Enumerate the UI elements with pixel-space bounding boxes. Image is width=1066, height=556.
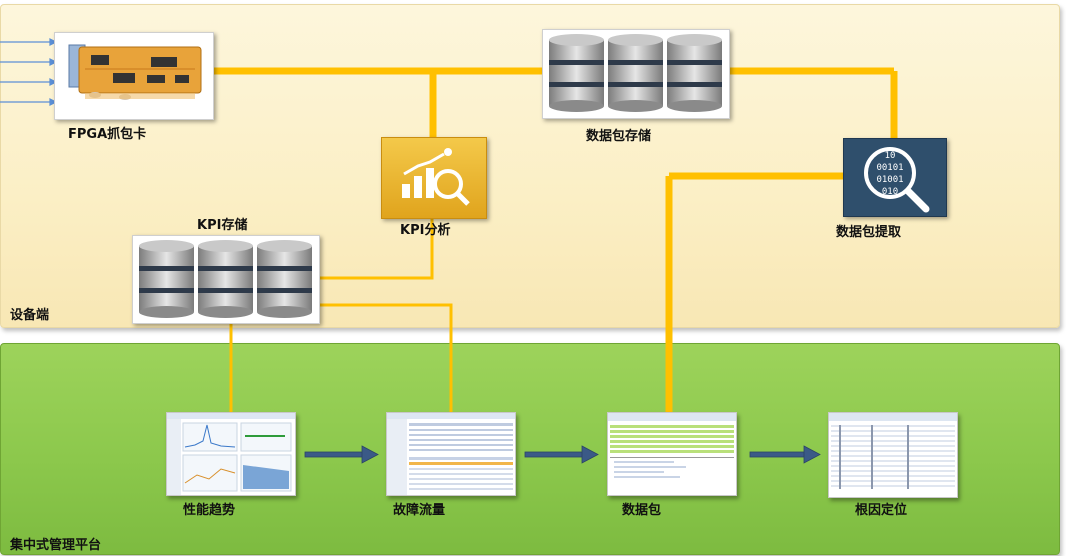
database-icon xyxy=(549,34,722,112)
packet-extract-label: 数据包提取 xyxy=(836,225,902,240)
packet-label: 数据包 xyxy=(622,503,662,518)
root-cause-label: 根因定位 xyxy=(855,503,908,518)
database-icon xyxy=(139,240,312,318)
binary-text-1: 10 xyxy=(885,151,896,161)
root-cause-thumbnail xyxy=(828,412,958,498)
binary-text-3: 01001 xyxy=(876,175,903,185)
kpi-storage-label: KPI存储 xyxy=(197,218,248,233)
packet-storage-node xyxy=(542,29,730,119)
fault-traffic-thumbnail xyxy=(386,412,516,496)
binary-search-icon: 10 00101 01001 010 xyxy=(864,147,930,213)
performance-trend-label: 性能趋势 xyxy=(183,503,236,518)
chart-magnifier-icon xyxy=(402,148,470,206)
kpi-analysis-node xyxy=(381,137,487,219)
device-zone-label: 设备端 xyxy=(10,308,50,323)
kpi-storage-node xyxy=(132,235,320,324)
platform-zone-label: 集中式管理平台 xyxy=(10,538,102,553)
binary-text-2: 00101 xyxy=(876,163,903,173)
packet-thumbnail xyxy=(607,412,737,496)
binary-text-4: 010 xyxy=(882,187,898,197)
fpga-card-node xyxy=(54,32,214,120)
performance-trend-thumbnail xyxy=(166,412,296,496)
packet-extract-node: 10 00101 01001 010 xyxy=(843,138,947,217)
fpga-card-icon xyxy=(68,44,202,100)
fpga-card-label: FPGA抓包卡 xyxy=(68,127,147,142)
packet-storage-label: 数据包存储 xyxy=(586,129,652,144)
fault-traffic-label: 故障流量 xyxy=(393,503,446,518)
kpi-analysis-label: KPI分析 xyxy=(400,223,451,238)
